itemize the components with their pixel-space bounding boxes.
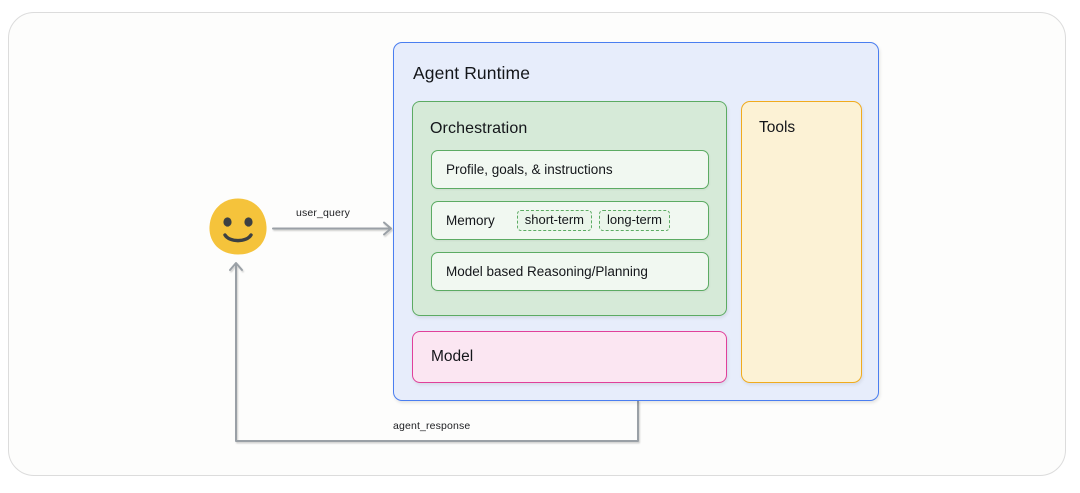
badge-short-term: short-term <box>516 209 592 232</box>
memory-badges: short-term long-term <box>516 209 670 232</box>
orchestration-title: Orchestration <box>430 120 528 137</box>
user-emoji-icon <box>209 198 267 255</box>
agent-response-label: agent_response <box>393 420 471 432</box>
model-label: Model <box>431 348 474 365</box>
orchestration-row-profile: Profile, goals, & instructions <box>431 150 709 189</box>
orchestration-box: Orchestration Profile, goals, & instruct… <box>412 101 727 316</box>
orchestration-row-memory: Memory short-term long-term <box>431 201 709 240</box>
badge-long-term: long-term <box>599 209 670 232</box>
model-box: Model <box>412 331 727 383</box>
orchestration-row-reasoning: Model based Reasoning/Planning <box>431 252 709 291</box>
agent-runtime-title: Agent Runtime <box>413 63 531 83</box>
orchestration-row-label: Profile, goals, & instructions <box>446 162 613 177</box>
orchestration-row-label: Memory <box>446 213 495 228</box>
tools-label: Tools <box>759 119 796 136</box>
tools-box: Tools <box>741 101 862 383</box>
orchestration-row-label: Model based Reasoning/Planning <box>446 264 648 279</box>
agent-runtime-container: Agent Runtime Orchestration Profile, goa… <box>393 42 879 401</box>
user-query-label: user_query <box>296 207 351 219</box>
